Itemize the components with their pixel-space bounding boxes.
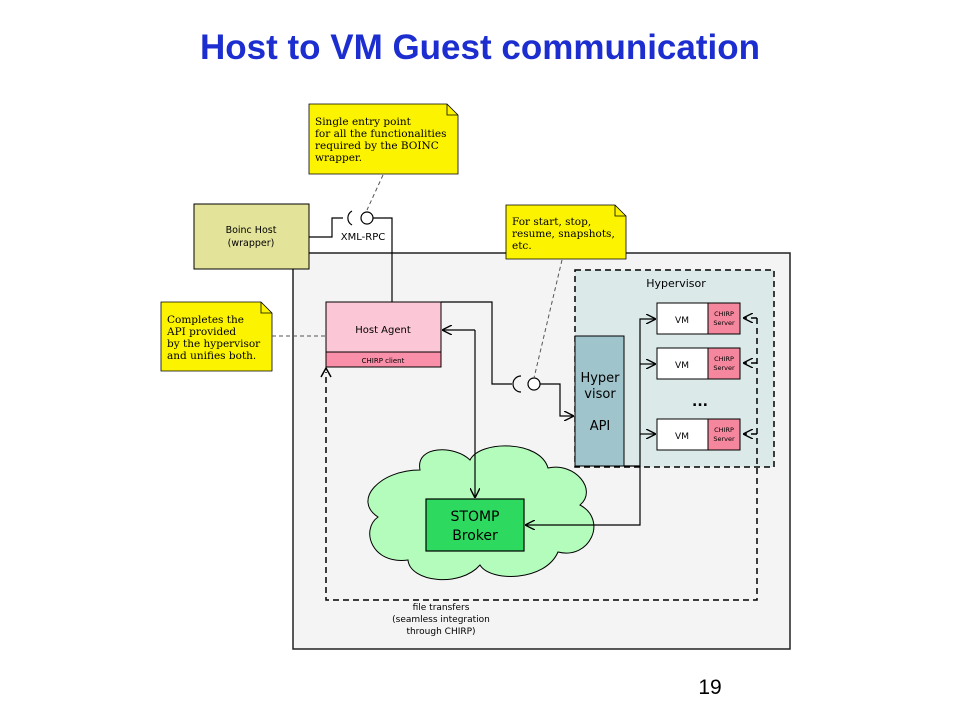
chirp-client-box <box>325 351 442 368</box>
note-entry-point-line4: wrapper. <box>315 152 362 164</box>
vm-2: VM CHIRP Server <box>656 347 741 380</box>
note-entry-point-line1: Single entry point <box>315 116 412 128</box>
host-agent-box <box>325 301 442 353</box>
hypervisor-label: Hypervisor <box>646 277 706 290</box>
vm-2-chirp-line1: CHIRP <box>714 355 734 363</box>
boinc-host-line1: Boinc Host <box>226 225 277 236</box>
note-entry-point-line3: required by the BOINC <box>315 140 439 152</box>
api-to-vm-arrows <box>624 319 655 467</box>
note-hypervisor-ops: For start, stop, resume, snapshots, etc. <box>505 204 627 260</box>
vm-1-label: VM <box>675 316 689 326</box>
note-completes-api-line3: by the hypervisor <box>167 338 261 350</box>
vm-3-chirp-line1: CHIRP <box>714 426 734 434</box>
file-transfers-line1: file transfers <box>413 603 470 613</box>
hypervisor-api-line2: visor <box>584 387 616 402</box>
stomp-broker-box <box>425 498 525 552</box>
slide-title: Host to VM Guest communication <box>199 28 761 67</box>
vm-1-chirp-line1: CHIRP <box>714 310 734 318</box>
note-completes-api-line1: Completes the <box>167 314 244 326</box>
hypervisor-api-line1: Hyper <box>580 371 620 386</box>
chirp-client-label: CHIRP client <box>362 357 405 365</box>
note-hypervisor-ops-line2: resume, snapshots, <box>512 228 615 240</box>
file-transfer-arrowhead <box>320 366 332 378</box>
note-entry-point: Single entry point for all the functiona… <box>308 103 459 175</box>
note-hypervisor-ops-line1: For start, stop, <box>512 216 591 228</box>
vm-1-chirp-line2: Server <box>713 319 735 327</box>
host-agent-label: Host Agent <box>355 325 411 336</box>
note-entry-point-link <box>366 174 384 211</box>
hypervisor-api-box <box>574 335 625 467</box>
vm-2-label: VM <box>675 361 689 371</box>
xml-rpc-interface <box>309 210 393 302</box>
note-completes-api-line2: API provided <box>166 326 236 338</box>
vm-1: VM CHIRP Server <box>656 302 741 335</box>
stomp-broker-line2: Broker <box>452 528 498 544</box>
hypervisor-api-interface <box>441 301 573 416</box>
note-completes-api-line4: and unifies both. <box>167 350 256 362</box>
note-hypervisor-ops-link <box>533 259 563 379</box>
file-transfers-line3: through CHIRP) <box>406 627 475 637</box>
host-agent-stomp-link <box>443 330 475 497</box>
vm-2-chirp-line2: Server <box>713 364 735 372</box>
note-entry-point-line2: for all the functionalities <box>315 128 447 140</box>
vm-ellipsis: ... <box>692 394 708 410</box>
note-completes-api: Completes the API provided by the hyperv… <box>160 301 273 372</box>
stomp-to-api-link <box>526 466 641 525</box>
note-hypervisor-ops-line3: etc. <box>512 240 532 252</box>
vm-3-chirp-line2: Server <box>713 435 735 443</box>
hypervisor-api-line3: API <box>590 419 611 434</box>
stomp-broker-line1: STOMP <box>451 509 500 525</box>
file-transfer-loop <box>325 318 758 601</box>
vm-3-label: VM <box>675 432 689 442</box>
file-transfers-line2: (seamless integration <box>392 615 490 625</box>
boinc-host-line2: (wrapper) <box>228 238 275 249</box>
vm-3: VM CHIRP Server <box>656 418 741 451</box>
page-number: 19 <box>698 676 722 699</box>
xml-rpc-label: XML-RPC <box>341 232 385 243</box>
boinc-host-box <box>193 203 310 270</box>
